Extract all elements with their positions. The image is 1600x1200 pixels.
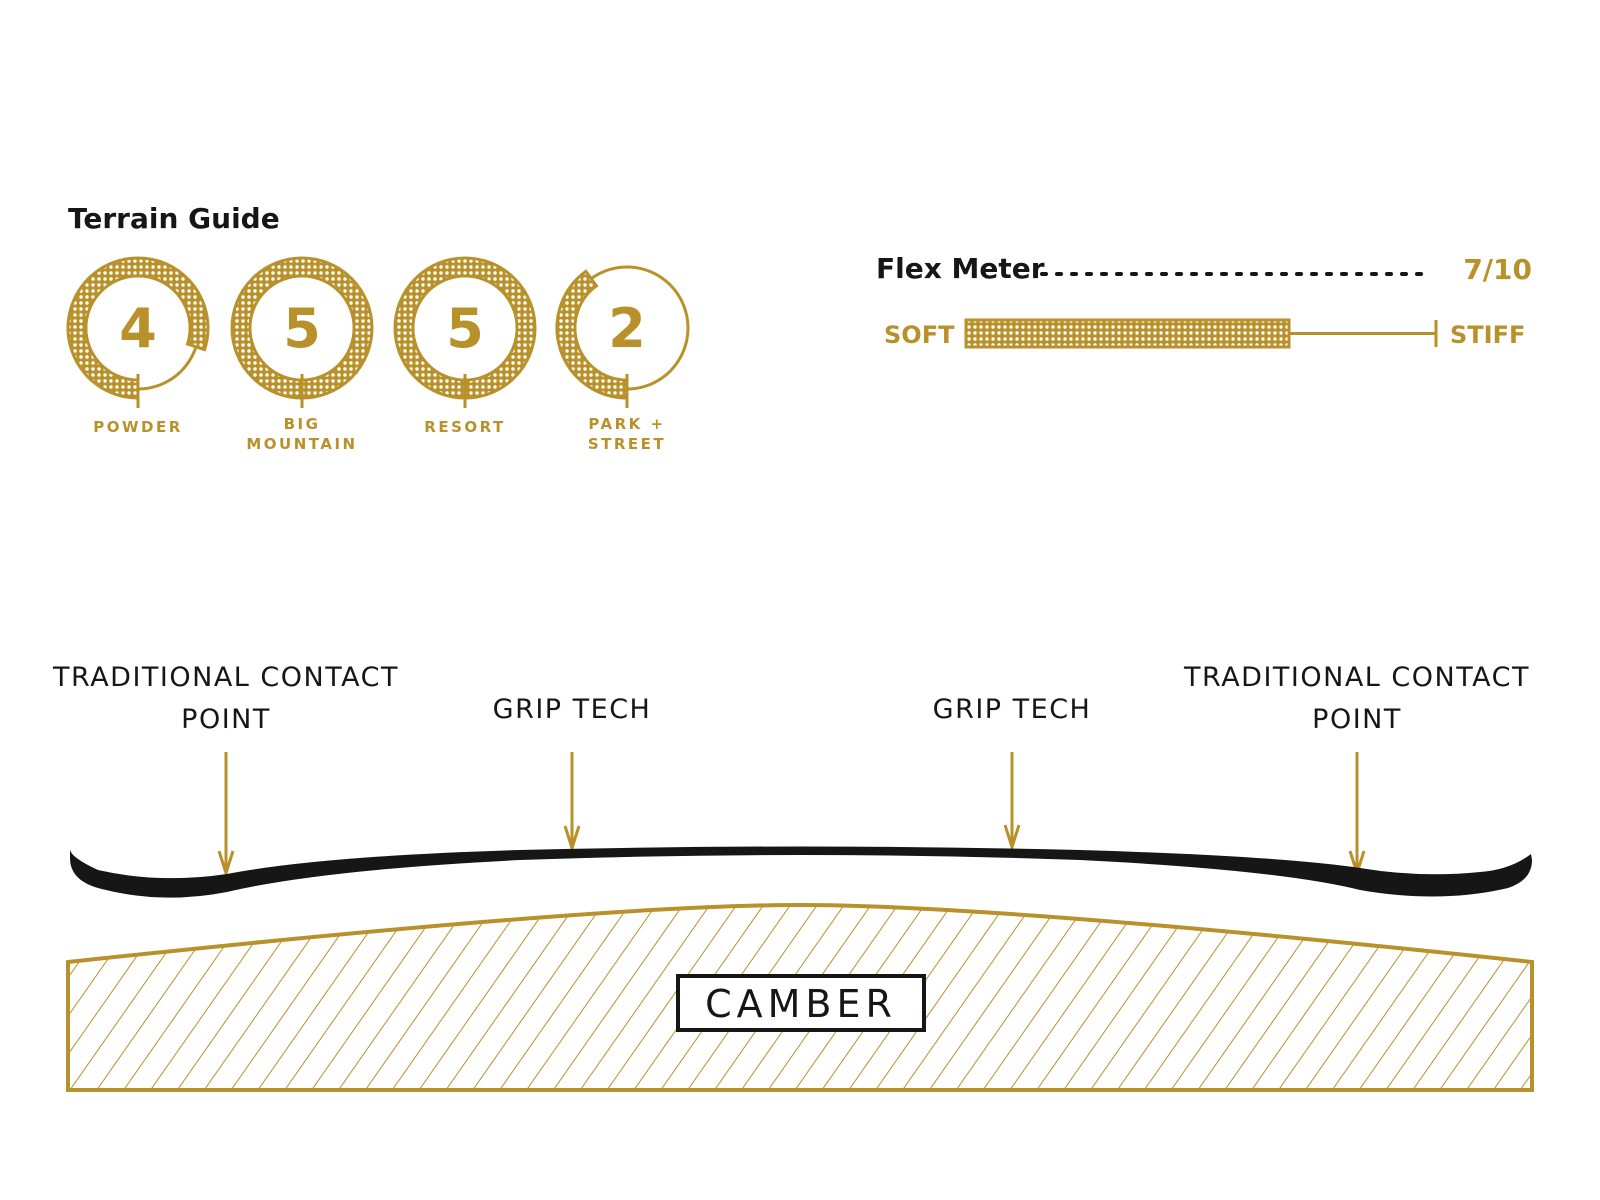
callout-arrow-head [563, 825, 581, 853]
gauge-rating-arc [230, 256, 374, 400]
callout-label: TRADITIONAL CONTACT [52, 662, 399, 693]
callout-label: POINT [1312, 704, 1402, 735]
callout-label: POINT [181, 704, 271, 735]
callout-label: TRADITIONAL CONTACT [1183, 662, 1530, 693]
gauge-label: POWDER [93, 418, 183, 436]
flex-meter-fill [964, 318, 1291, 349]
profile-callout: GRIP TECH [933, 694, 1092, 852]
flex-meter-value: 7/10 [1463, 253, 1532, 286]
gauge-rating-number: 5 [446, 297, 484, 360]
gauge-center [251, 277, 353, 379]
callout-label: GRIP TECH [493, 694, 652, 725]
callout-arrow-head [1003, 824, 1021, 852]
gauge-center [87, 277, 189, 379]
callout-label: GRIP TECH [933, 694, 1092, 725]
gauge-rating-number: 5 [283, 297, 321, 360]
callout-arrow-head [217, 850, 235, 878]
gauge-rating-arc [555, 269, 629, 400]
gauge-rating-number: 2 [608, 297, 646, 360]
gauge-label: STREET [588, 435, 666, 453]
profile-callouts: TRADITIONAL CONTACT POINT GRIP TECH GRIP TE… [52, 662, 1530, 878]
gauge-label: PARK + [588, 415, 665, 433]
flex-meter-min-label: SOFT [884, 321, 955, 349]
flex-meter-max-label: STIFF [1450, 321, 1525, 349]
gauge-label: RESORT [424, 418, 505, 436]
profile-callout: TRADITIONAL CONTACT POINT [1183, 662, 1530, 878]
gauge-rating-number: 4 [119, 297, 157, 360]
flex-meter: Flex Meter 7/10 SOFT STIFF [876, 252, 1532, 349]
gauge-center [576, 277, 678, 379]
gauge-label: MOUNTAIN [246, 435, 357, 453]
profile-callout: TRADITIONAL CONTACT POINT [52, 662, 399, 878]
gauge-rating-arc [66, 256, 210, 400]
terrain-guide-title: Terrain Guide [68, 202, 280, 235]
profile-type-label: CAMBER [705, 982, 897, 1026]
gauge-label: BIG [284, 415, 321, 433]
profile-callout: GRIP TECH [493, 694, 652, 853]
board-profile: TRADITIONAL CONTACT POINT GRIP TECH GRIP TE… [52, 662, 1534, 1092]
board-silhouette [70, 846, 1532, 898]
gauge-center [414, 277, 516, 379]
gauge-rating-arc [393, 256, 537, 400]
profile-type-box [676, 974, 926, 1032]
flex-meter-title: Flex Meter [876, 252, 1045, 285]
